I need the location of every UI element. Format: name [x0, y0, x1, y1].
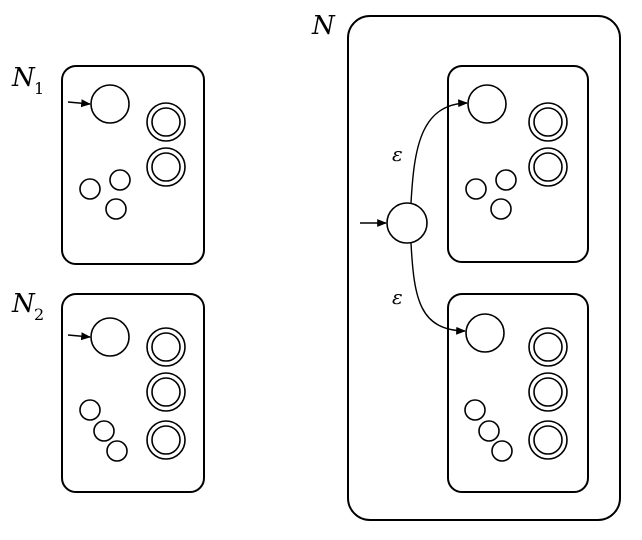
n2-state	[79, 399, 101, 421]
n1-state	[109, 169, 131, 191]
n-inner-n1-state	[495, 169, 517, 191]
n-inner-n1-state	[490, 198, 512, 220]
n-inner-n2-state	[464, 399, 486, 421]
n2-state	[106, 440, 128, 462]
n-inner-n1-accept-state	[528, 102, 568, 142]
n-inner-n2-start-state	[465, 313, 505, 353]
n1-start-state	[90, 84, 130, 124]
n-inner-n2-accept-state	[528, 420, 568, 460]
epsilon-label-top: ε	[392, 142, 403, 166]
n1-start-arrow	[67, 99, 91, 108]
n1-state	[79, 178, 101, 200]
n-inner-n1-accept-state	[528, 147, 568, 187]
nfa-n: N ε ε	[311, 11, 621, 521]
n-outer-box	[347, 15, 621, 521]
n-inner-n1-start-state	[467, 84, 507, 124]
n2-accept-state	[146, 420, 186, 460]
n-inner-n2-state	[478, 420, 500, 442]
nfa-n2: N 2	[11, 289, 205, 493]
epsilon-transition-bottom	[410, 242, 466, 335]
n-inner-n2-accept-state	[528, 327, 568, 367]
n1-accept-state	[146, 102, 186, 142]
n2-accept-state	[146, 372, 186, 412]
n-inner-n1-state	[465, 178, 487, 200]
n2-accept-state	[146, 327, 186, 367]
n-inner-n2	[447, 293, 589, 493]
n2-box	[61, 293, 205, 493]
n1-state	[105, 198, 127, 220]
n-inner-n2-box	[447, 293, 589, 493]
n-new-start-state	[386, 202, 428, 244]
n2-start-state	[90, 317, 130, 357]
n1-label-subscript: 1	[34, 79, 44, 98]
epsilon-label-bottom: ε	[392, 285, 403, 309]
n-label: N	[311, 11, 336, 41]
n2-label: N	[11, 289, 36, 319]
n-inner-n2-state	[491, 440, 513, 462]
n1-label: N	[11, 63, 36, 93]
n1-box	[61, 65, 205, 265]
n-inner-n1-box	[447, 65, 589, 263]
n1-accept-state	[146, 147, 186, 187]
n-inner-n1	[447, 65, 589, 263]
n2-state	[93, 420, 115, 442]
n2-start-arrow	[67, 332, 91, 341]
nfa-n1: N 1	[11, 63, 205, 265]
n2-label-subscript: 2	[34, 305, 44, 324]
epsilon-transition-top	[410, 99, 468, 204]
n-inner-n2-accept-state	[528, 372, 568, 412]
